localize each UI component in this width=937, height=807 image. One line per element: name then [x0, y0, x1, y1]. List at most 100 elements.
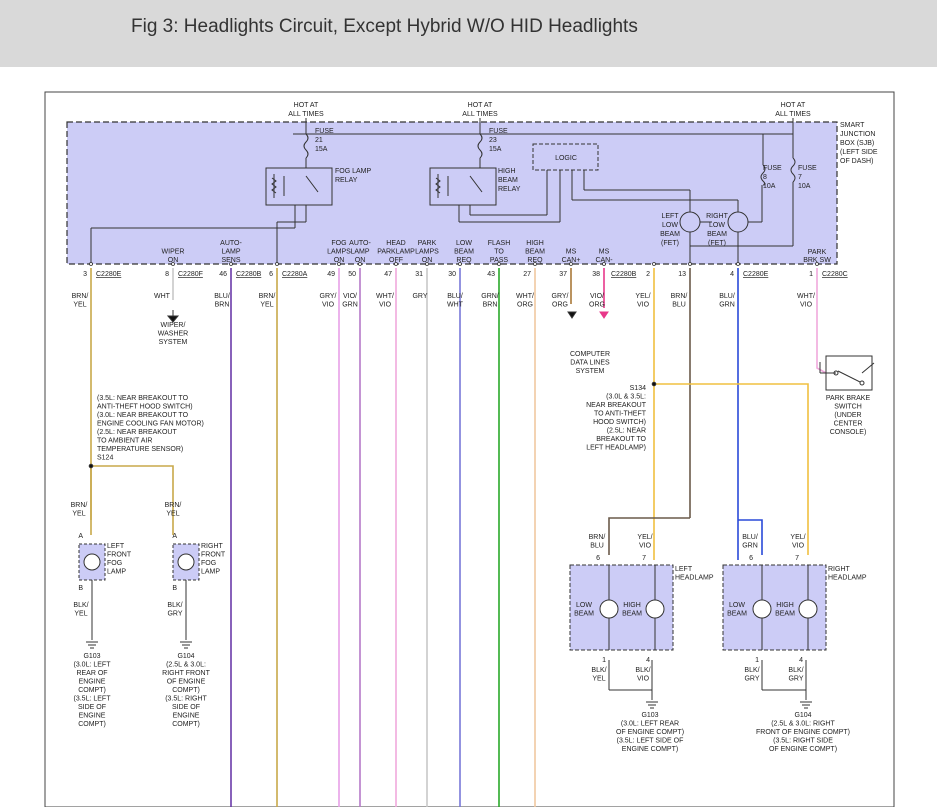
- high-relay-line1: HIGH: [498, 168, 516, 175]
- left-fog-ground-line8: ENGINE: [79, 713, 106, 720]
- pin-number-2: 8: [165, 271, 169, 278]
- sjb-input-9-line3: REQ: [527, 257, 543, 264]
- right-headlamp-pin-d: 4: [799, 657, 803, 664]
- s124-note-line2: ANTI-THEFT HOOD SWITCH): [97, 404, 193, 411]
- connector-pin-17: [815, 262, 819, 266]
- wire-label-4-line1: BRN/: [259, 293, 276, 300]
- wire-label-11-line1: WHT/: [516, 293, 534, 300]
- wire-label-1-line1: BRN/: [72, 293, 89, 300]
- right-fog-ground-line1: G104: [177, 653, 194, 660]
- left-headlamp-ground-line2: (3.0L: LEFT REAR: [621, 721, 679, 728]
- left-headlamp-pin-d: 4: [646, 657, 650, 664]
- left-fog-ground-line6: (3.5L: LEFT: [74, 696, 112, 703]
- hot-right-line2: ALL TIMES: [775, 111, 811, 118]
- sjb-input-3-line3: ON: [334, 257, 345, 264]
- left-headlamp-wire-b-line1: YEL/: [637, 534, 652, 541]
- park-brake-switch-line2: SWITCH: [834, 404, 862, 411]
- left-fog-wire-out-line1: BLK/: [73, 602, 88, 609]
- right-fog-ground-line2: (2.5L & 3.0L:: [166, 662, 206, 669]
- sjb-input-1-line1: WIPER: [162, 249, 185, 256]
- left-fog-pin-a: A: [78, 533, 83, 540]
- sjb-input-7-line1: LOW: [456, 240, 472, 247]
- s134-note-line1: S134: [630, 385, 646, 392]
- hot-left-line2: ALL TIMES: [288, 111, 324, 118]
- wire-label-9-line1: BLU/: [447, 293, 463, 300]
- left-fog-ground-line1: G103: [83, 653, 100, 660]
- pin-number-5: 49: [327, 271, 335, 278]
- s124-note-line5: (2.5L: NEAR BREAKOUT: [97, 429, 177, 436]
- pin-number-14: 2: [646, 271, 650, 278]
- right-headlamp-wire-b-line1: YEL/: [790, 534, 805, 541]
- fuse21-label: FUSE: [315, 128, 334, 135]
- pin-number-15: 13: [678, 271, 686, 278]
- wire-label-17-line1: WHT/: [797, 293, 815, 300]
- pin-number-7: 47: [384, 271, 392, 278]
- right-low-fet-line1: RIGHT: [706, 213, 729, 220]
- fuse8-rating: 10A: [763, 183, 776, 190]
- connector-pin-1: [89, 262, 93, 266]
- connector-pin-2: [171, 262, 175, 266]
- wire-label-4-line2: YEL: [260, 302, 273, 309]
- connector-pin-4: [275, 262, 279, 266]
- left-headlamp-low-wire: [608, 517, 690, 555]
- connector-id-4: C2280A: [282, 271, 308, 278]
- park-brk-sw-line2: BRK SW: [803, 257, 831, 264]
- left-fog-lamp-label-line3: FOG: [107, 560, 122, 567]
- wire-label-17-line2: VIO: [800, 302, 813, 309]
- sjb-input-11-line1: MS: [599, 249, 610, 256]
- right-headlamp-pin-a: 6: [749, 555, 753, 562]
- pin-number-8: 31: [415, 271, 423, 278]
- connector-id-3: C2280B: [236, 271, 262, 278]
- park-brake-switch-line5: CONSOLE): [830, 429, 867, 436]
- left-headlamp-wire-c-line2: YEL: [592, 676, 605, 683]
- left-fog-ground-line3: REAR OF: [76, 670, 107, 677]
- wire-label-10-line2: BRN: [483, 302, 498, 309]
- left-headlamp-wire-d-line1: BLK/: [635, 667, 650, 674]
- fuse7-label: FUSE: [798, 165, 817, 172]
- park-brk-sw-line1: PARK: [808, 249, 827, 256]
- right-fog-ground-line7: SIDE OF: [172, 704, 200, 711]
- sjb-input-3-line2: LAMPS: [327, 249, 351, 256]
- right-fog-ground-line4: OF ENGINE: [167, 679, 206, 686]
- hot-mid-line2: ALL TIMES: [462, 111, 498, 118]
- left-headlamp-wire-a-line1: BRN/: [589, 534, 606, 541]
- left-headlamp-low-beam-line1: LOW: [576, 602, 592, 609]
- s134-note-line5: HOOD SWITCH): [593, 419, 646, 426]
- right-headlamp-wire-a-line1: BLU/: [742, 534, 758, 541]
- right-fog-ground-line6: (3.5L: RIGHT: [165, 696, 207, 703]
- wire-label-16-line1: BLU/: [719, 293, 735, 300]
- pin-number-9: 30: [448, 271, 456, 278]
- fuse7-rating: 10A: [798, 183, 811, 190]
- right-headlamp-wire-b-line2: VIO: [792, 543, 805, 550]
- fog-relay-line2: RELAY: [335, 177, 358, 184]
- sjb-input-6-line2: LAMPS: [415, 249, 439, 256]
- s134-note-line4: TO ANTI-THEFT: [594, 411, 647, 418]
- s134-note-line6: (2.5L: NEAR: [607, 428, 646, 435]
- s134-note-line8: LEFT HEADLAMP): [586, 445, 646, 452]
- connector-id-1: C2280E: [96, 271, 122, 278]
- sjb-input-2-line3: SENS: [221, 257, 240, 264]
- sjb-input-7-line3: REQ: [456, 257, 472, 264]
- s134-note-line3: NEAR BREAKOUT: [586, 402, 647, 409]
- s124-note-line7: TEMPERATURE SENSOR): [97, 446, 183, 453]
- wire-label-13-line1: VIO/: [590, 293, 604, 300]
- fuse23-number: 23: [489, 137, 497, 144]
- right-headlamp-low-beam-line1: LOW: [729, 602, 745, 609]
- connector-id-6: C2280E: [743, 271, 769, 278]
- left-headlamp-wire-c-line1: BLK/: [591, 667, 606, 674]
- wire-label-14-line1: YEL/: [635, 293, 650, 300]
- s134-note-line2: (3.0L & 3.5L:: [606, 394, 646, 401]
- right-headlamp-wire-d-line1: BLK/: [788, 667, 803, 674]
- fog-right-feed-wire: [91, 465, 174, 535]
- pin-number-11: 27: [523, 271, 531, 278]
- right-fog-lamp-label-line3: FOG: [201, 560, 216, 567]
- left-headlamp-pin-c: 1: [602, 657, 606, 664]
- left-headlamp-ground-line3: OF ENGINE COMPT): [616, 729, 684, 736]
- pin-number-16: 4: [730, 271, 734, 278]
- right-headlamp-label-line2: HEADLAMP: [828, 575, 867, 582]
- s124-note-line1: (3.5L: NEAR BREAKOUT TO: [97, 395, 189, 402]
- right-fog-ground-line8: ENGINE: [173, 713, 200, 720]
- right-headlamp-ground-line4: (3.5L: RIGHT SIDE: [773, 738, 833, 745]
- left-fog-wire-in-line1: BRN/: [71, 502, 88, 509]
